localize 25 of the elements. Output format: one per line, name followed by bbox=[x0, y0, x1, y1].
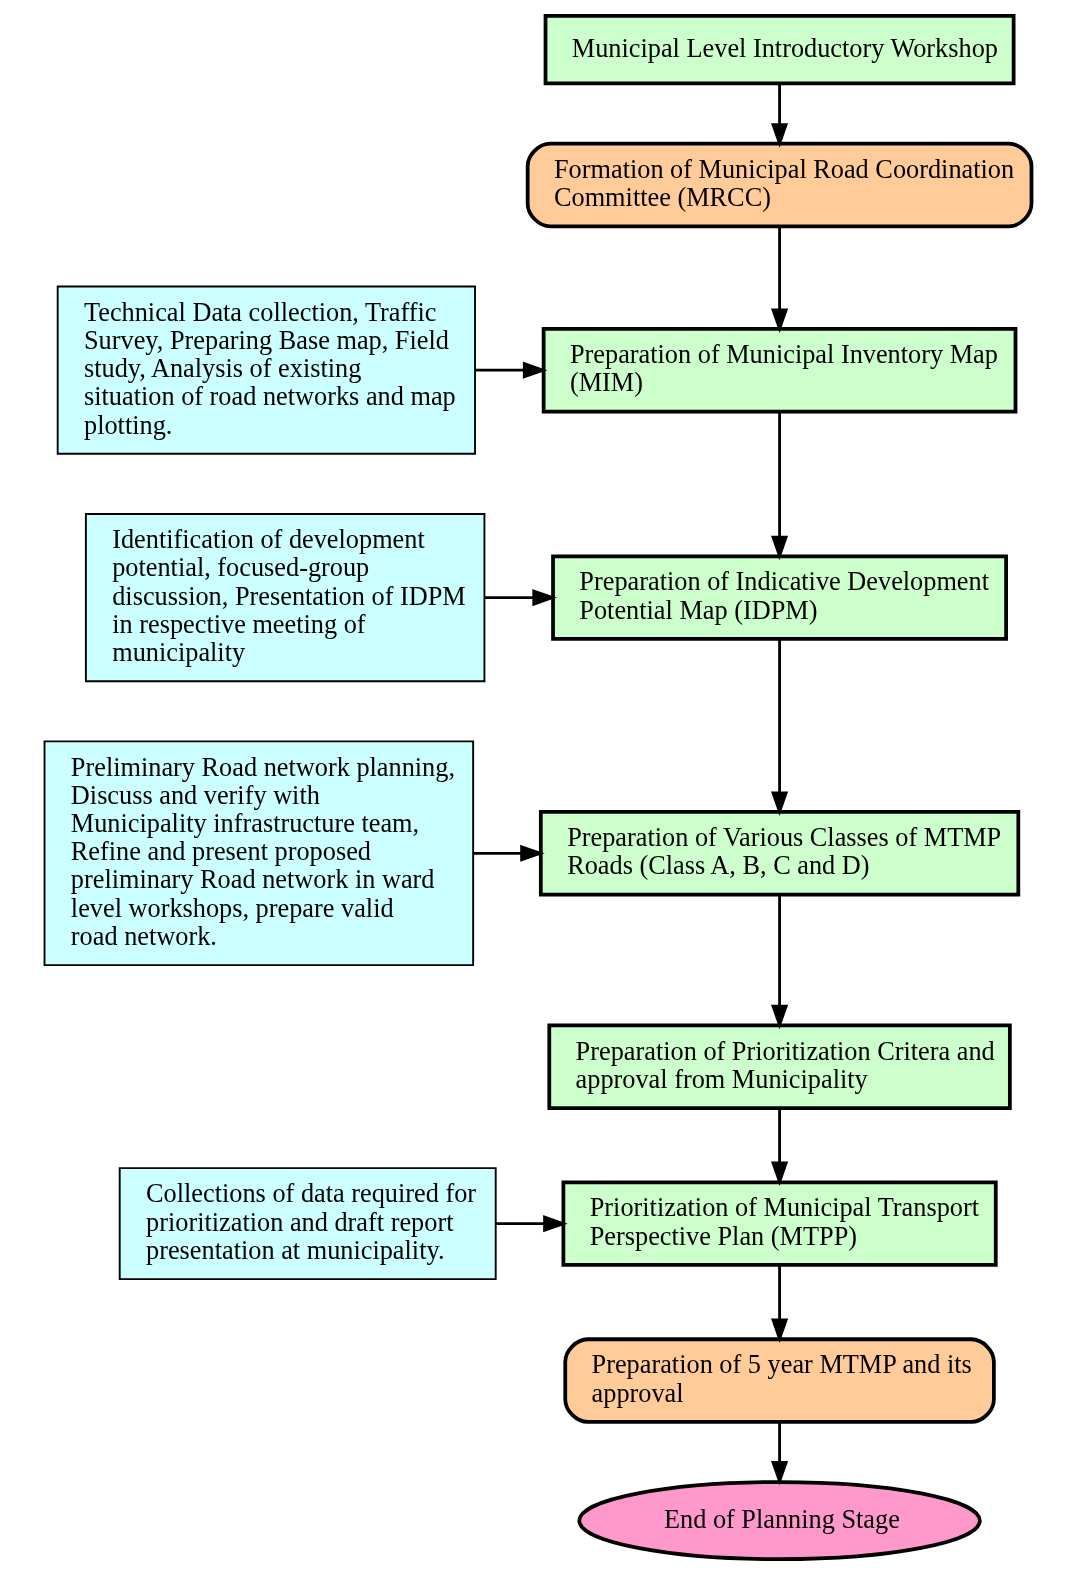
arrow bbox=[771, 1422, 789, 1486]
node-box: Preparation of 5 year MTMP and its approval bbox=[563, 1337, 996, 1424]
node-box: Preparation of Indicative Development Potential Map (IDPM) bbox=[551, 554, 1008, 641]
arrow bbox=[473, 844, 545, 862]
node-box: Formation of Municipal Road Coordination Committee (MRCC) bbox=[525, 141, 1034, 229]
arrow bbox=[771, 84, 789, 148]
node-box: Collections of data required for prioritization and draft report presentation at municipality. bbox=[118, 1167, 497, 1281]
arrow bbox=[495, 1215, 568, 1233]
node-box: Prioritization of Municipal Transport Perspective Plan (MTPP) bbox=[561, 1180, 998, 1267]
arrow bbox=[771, 1108, 789, 1187]
node-box: Municipal Level Introductory Workshop bbox=[543, 13, 1016, 86]
arrow bbox=[771, 895, 789, 1030]
node-box: Preparation of Municipal Inventory Map (MIM) bbox=[541, 326, 1018, 414]
node-box: Preparation of Prioritization Critera and approval from Municipality bbox=[547, 1023, 1012, 1110]
arrow bbox=[771, 1265, 789, 1343]
node-box: Preliminary Road network planning, Discuss and verify with Municipality infrastructure team, Refine and present proposed preliminary Road network in ward level workshops, prepare valid road network. bbox=[43, 740, 475, 967]
arrow bbox=[484, 589, 557, 607]
arrow bbox=[771, 639, 789, 816]
arrow bbox=[771, 411, 789, 561]
node-box: Preparation of Various Classes of MTMP Roads (Class A, B, C and D) bbox=[538, 810, 1021, 897]
node-ellipse: End of Planning Stage bbox=[577, 1480, 982, 1562]
arrow bbox=[771, 227, 789, 333]
arrow bbox=[475, 361, 548, 379]
node-box: Technical Data collection, Traffic Survey, Preparing Base map, Field study, Analysis of existing situation of road networks and map plotting. bbox=[56, 285, 476, 455]
node-box: Identification of development potential, focused-group discussion, Presentation of IDPM in respective meeting of municipality bbox=[84, 513, 486, 683]
